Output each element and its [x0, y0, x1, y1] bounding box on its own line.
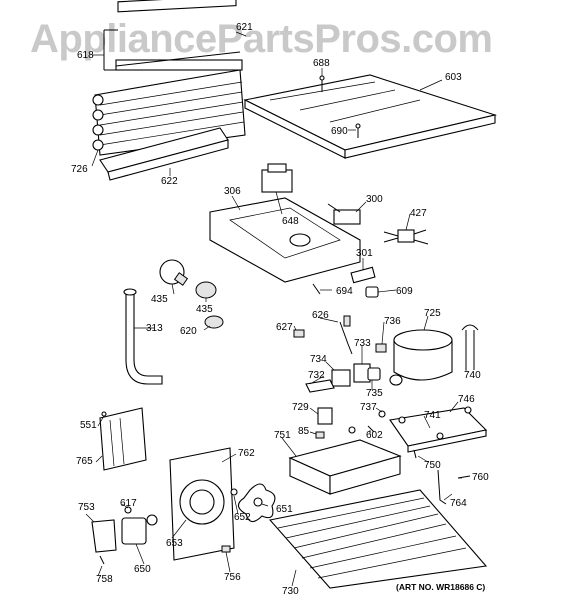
- callout-label: 621: [236, 22, 253, 33]
- socket-301-part: [350, 266, 376, 284]
- callout-label: 729: [292, 402, 309, 413]
- cover-735-part: [367, 367, 381, 381]
- grommet-737-part: [378, 410, 386, 418]
- callout-label: 764: [450, 498, 467, 509]
- callout-label: 313: [146, 323, 163, 334]
- fan-motor-part: [121, 514, 158, 545]
- callout-label: 753: [78, 502, 95, 513]
- cap-620-part: [204, 315, 224, 329]
- screw-85-part: [315, 431, 325, 439]
- screw-758-part: [99, 555, 105, 565]
- callout-label: 741: [424, 410, 441, 421]
- callout-label: 435: [196, 304, 213, 315]
- callout-label: 762: [238, 448, 255, 459]
- callout-label: 732: [308, 370, 325, 381]
- evaporator-coil-part: [268, 489, 488, 589]
- fan-blade-part: [237, 483, 276, 523]
- relay-626-part: [339, 315, 353, 355]
- callout-label: 734: [310, 354, 327, 365]
- light-bulb-part: [159, 259, 189, 286]
- callout-label: 740: [464, 370, 481, 381]
- duct-765-part: [99, 407, 147, 471]
- callout-label: 650: [134, 564, 151, 575]
- timer-648-part: [261, 163, 293, 193]
- callout-label: 306: [224, 186, 241, 197]
- screw-551-part: [101, 411, 107, 417]
- tube-740-part: [461, 324, 479, 370]
- callout-label: 688: [313, 58, 330, 69]
- cover-shelf-part: [243, 74, 498, 159]
- clip-736-part: [375, 343, 387, 353]
- callout-label: 730: [282, 586, 299, 597]
- drain-pan-part: [288, 426, 402, 495]
- callout-label: 756: [224, 572, 241, 583]
- callout-label: 85: [298, 426, 310, 437]
- knob-609-part: [365, 286, 379, 298]
- bracket-753-part: [91, 519, 117, 553]
- callout-label: 622: [161, 176, 178, 187]
- bracket-732-part: [305, 379, 335, 393]
- callout-label: 551: [80, 420, 97, 431]
- overload-734-part: [331, 369, 351, 387]
- callout-label: 301: [356, 248, 373, 259]
- fan-shroud-part: [169, 447, 235, 561]
- callout-label: 651: [276, 504, 293, 515]
- base-plate-746-part: [389, 406, 488, 453]
- callout-label: 765: [76, 456, 93, 467]
- harness-427-part: [383, 229, 429, 245]
- screw-750-part: [413, 449, 417, 459]
- callout-label: 750: [424, 460, 441, 471]
- callout-label: 760: [472, 472, 489, 483]
- callout-label: 733: [354, 338, 371, 349]
- callout-label: 435: [151, 294, 168, 305]
- callout-label: 626: [312, 310, 329, 321]
- drain-trough-part: [99, 127, 229, 181]
- control-housing-part: [209, 197, 361, 283]
- watermark-text: AppliancePartsPros.com: [30, 17, 493, 61]
- screw-602-part: [367, 425, 375, 433]
- drain-tube-part: [123, 288, 163, 385]
- light-socket-part: [195, 281, 217, 299]
- callout-label: 653: [166, 538, 183, 549]
- callout-label: 746: [458, 394, 475, 405]
- callout-label: 736: [384, 316, 401, 327]
- wire-764-part: [437, 469, 447, 505]
- thermostat-300-part: [327, 203, 361, 225]
- callout-label: 758: [96, 574, 113, 585]
- leader-lines: [85, 31, 467, 587]
- clip-627-part: [293, 329, 305, 338]
- grommet-617-part: [124, 506, 132, 514]
- washer-652-part: [230, 488, 238, 496]
- callout-label: 609: [396, 286, 413, 297]
- callout-labels: 618 621 688 603 690 726 622 306 648 300 …: [71, 22, 489, 597]
- callout-label: 300: [366, 194, 383, 205]
- callout-label: 737: [360, 402, 377, 413]
- callout-label: 620: [180, 326, 197, 337]
- callout-label: 725: [424, 308, 441, 319]
- compressor-part: [389, 329, 453, 386]
- callout-label: 427: [410, 208, 427, 219]
- screw-690-part: [355, 123, 361, 138]
- callout-label: 751: [274, 430, 291, 441]
- callout-label: 618: [77, 50, 94, 61]
- art-number: (ART NO. WR18686 C): [396, 582, 485, 592]
- screw-694-part: [312, 283, 321, 295]
- callout-label: 735: [366, 388, 383, 399]
- callout-label: 694: [336, 286, 353, 297]
- callout-label: 603: [445, 72, 462, 83]
- capacitor-729-part: [317, 407, 333, 425]
- callout-label: 617: [120, 498, 137, 509]
- callout-label: 690: [331, 126, 348, 137]
- callout-label: 652: [234, 512, 251, 523]
- callout-label: 627: [276, 322, 293, 333]
- clip-756-part: [221, 545, 231, 553]
- callout-label: 602: [366, 430, 383, 441]
- callout-label: 648: [282, 216, 299, 227]
- callout-label: 726: [71, 164, 88, 175]
